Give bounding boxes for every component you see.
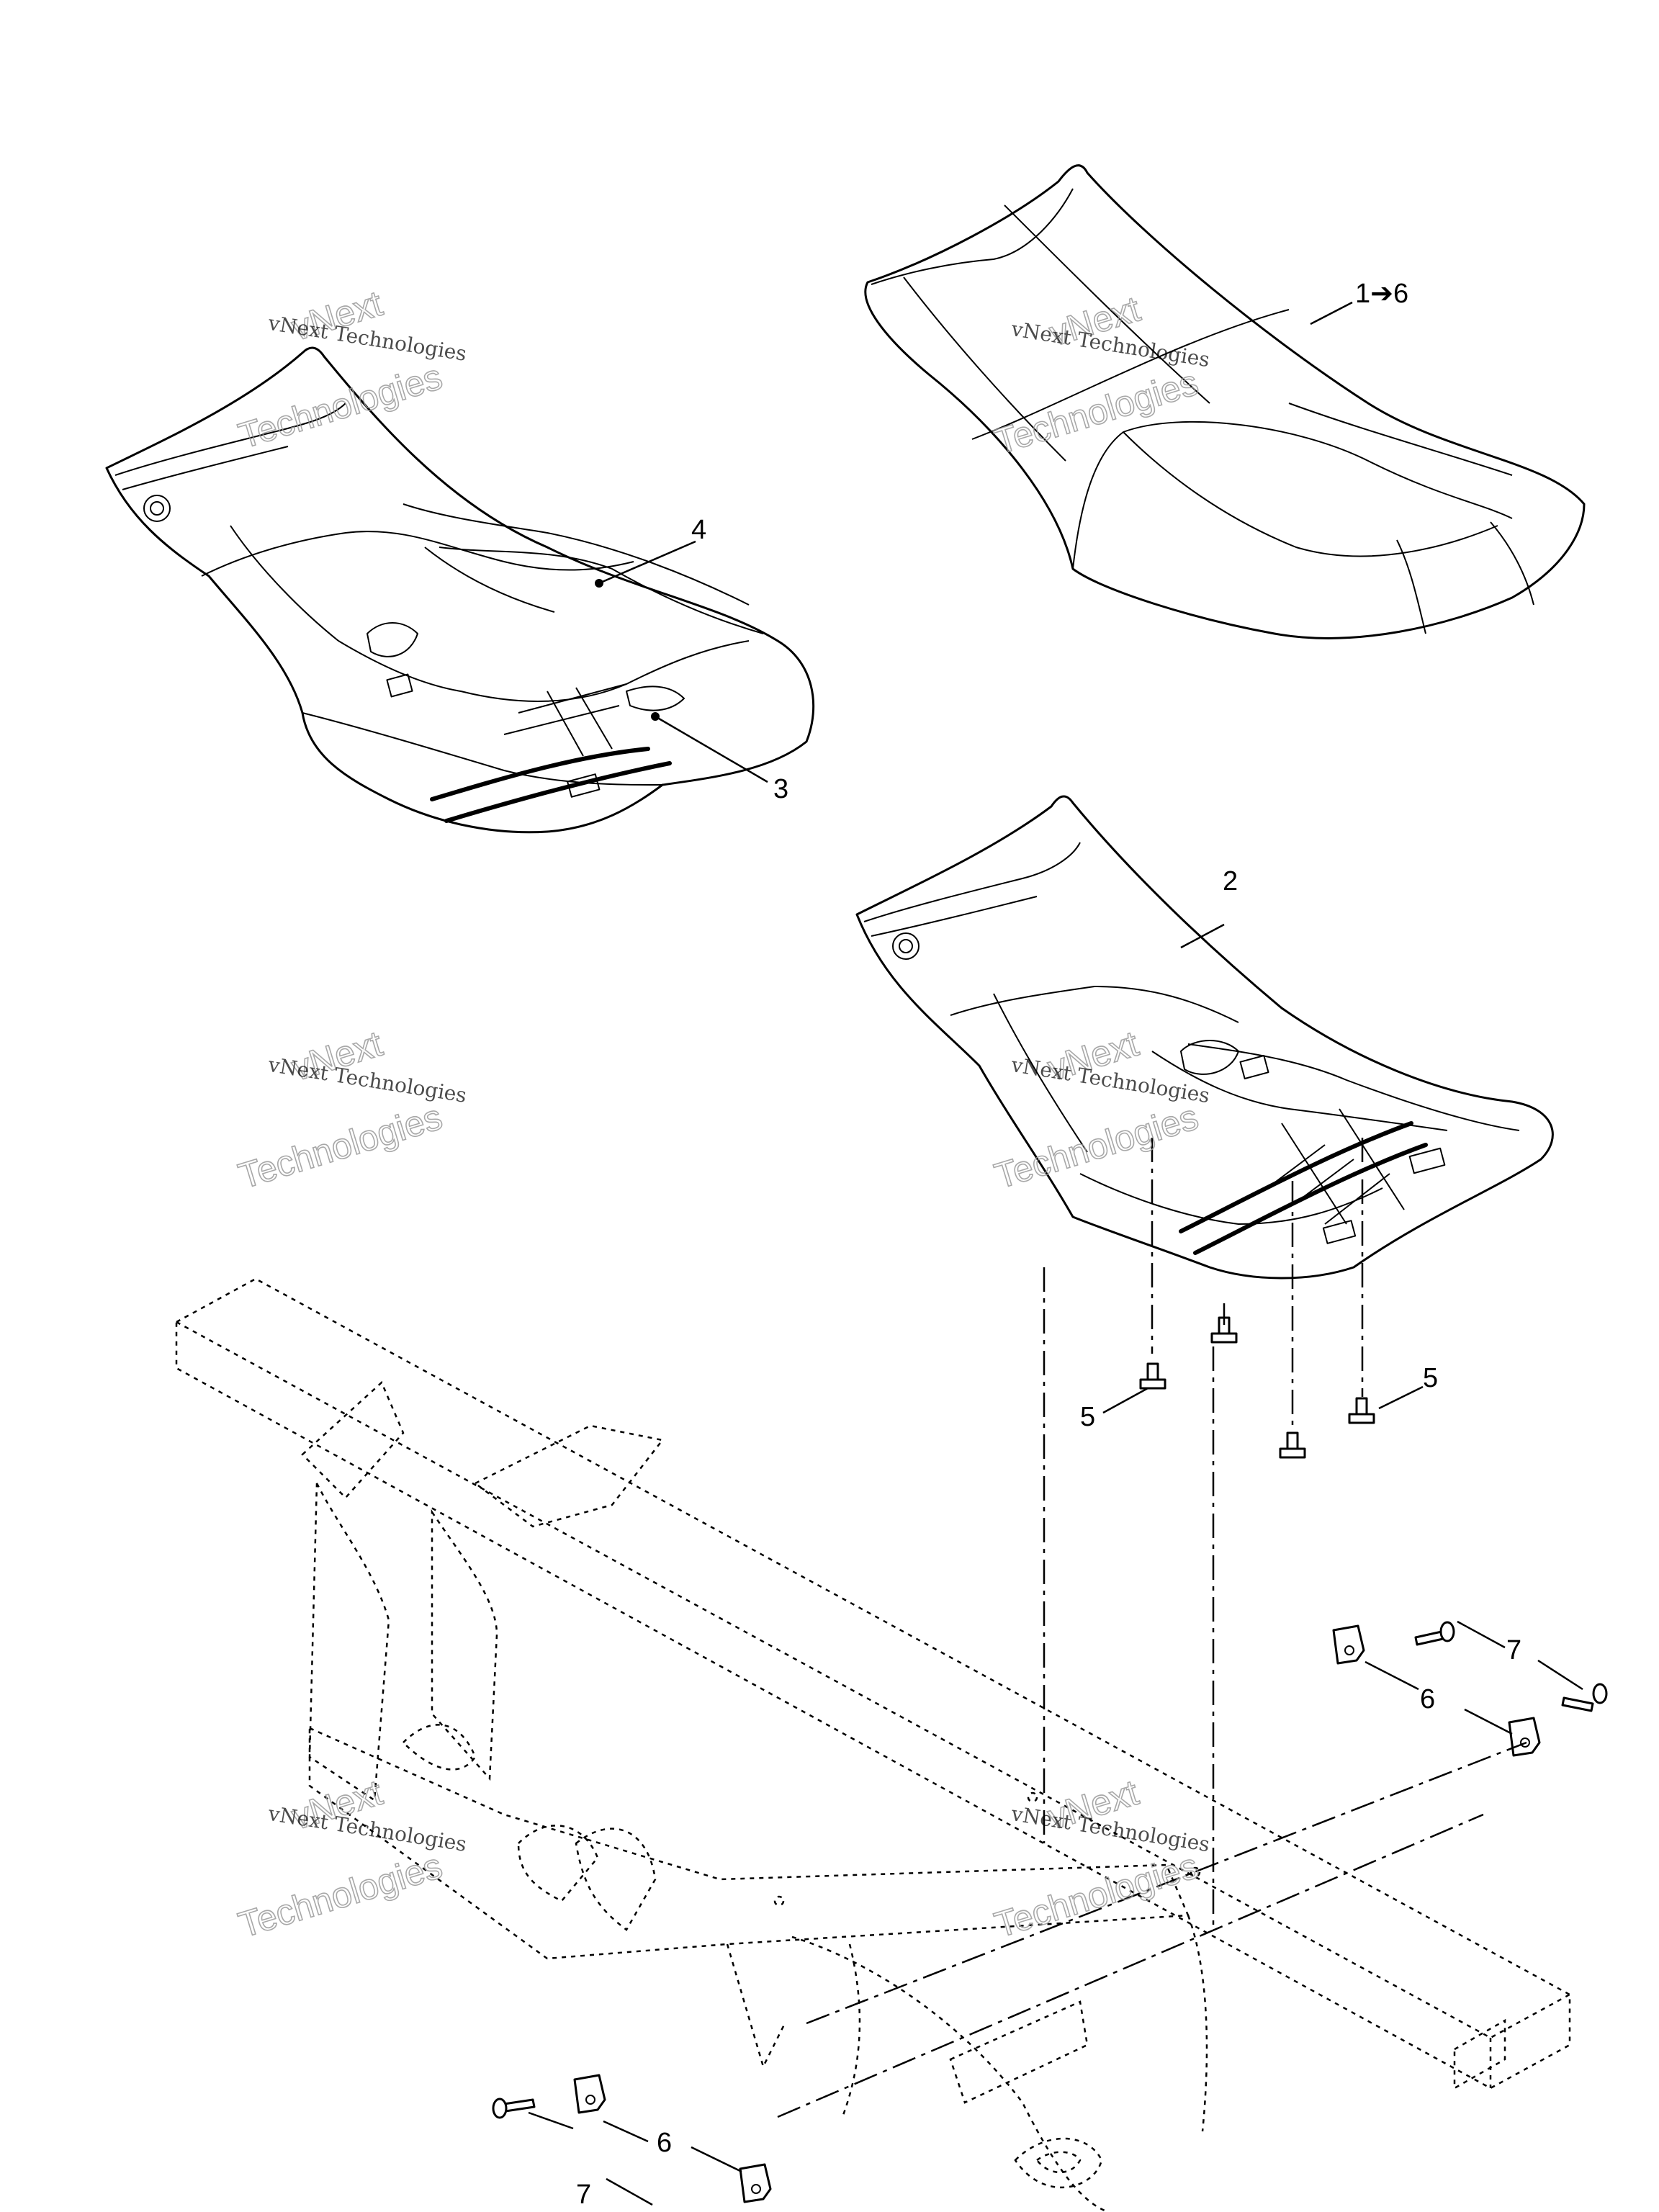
screw-upper-1 xyxy=(1414,1621,1455,1646)
bumper-2 xyxy=(1210,1316,1238,1344)
screw-upper-2 xyxy=(1561,1683,1608,1712)
seat-assembly-drawing xyxy=(864,164,1586,639)
rubber-bumpers-drawing xyxy=(1139,1316,1375,1459)
callout-bumper-right: 5 xyxy=(1423,1363,1438,1393)
latch-lower-left xyxy=(573,2074,606,2114)
vehicle-frame-drawing xyxy=(175,1277,1571,2212)
callout-seat-cover: 3 xyxy=(773,774,788,804)
screw-lower xyxy=(492,2098,536,2119)
watermark-3: vNext Technologies vNext Technologies xyxy=(233,1022,468,1197)
seat-cover-foam-drawing xyxy=(105,346,815,834)
callout-leaders xyxy=(528,301,1583,2206)
bumper-3 xyxy=(1279,1431,1306,1459)
svg-text:Technologies: Technologies xyxy=(234,1097,446,1197)
watermark-6: vNext Technologies vNext Technologies xyxy=(989,1771,1211,1946)
svg-text:Technologies: Technologies xyxy=(990,1845,1202,1946)
callout-seat-foam: 4 xyxy=(691,515,706,545)
assembly-centerlines xyxy=(777,1138,1527,2118)
callout-labels: 1➔6 2 4 3 5 5 6 7 6 7 xyxy=(576,279,1521,2210)
callout-screw-upper: 7 xyxy=(1506,1635,1521,1665)
svg-text:Technologies: Technologies xyxy=(234,1845,446,1946)
callout-seat-base: 2 xyxy=(1223,866,1238,896)
latch-upper-left xyxy=(1332,1624,1365,1665)
latch-lower-right xyxy=(739,2163,772,2203)
watermark-5: vNext Technologies vNext Technologies xyxy=(233,1771,468,1946)
callout-seat-assembly: 1➔6 xyxy=(1355,279,1408,309)
callout-bumper-left: 5 xyxy=(1080,1402,1095,1432)
callout-screw-lower: 7 xyxy=(576,2180,591,2210)
bumper-1 xyxy=(1139,1362,1166,1390)
latch-upper-right xyxy=(1508,1717,1541,1757)
callout-latch-upper: 6 xyxy=(1420,1684,1435,1714)
callout-latch-lower: 6 xyxy=(657,2128,672,2158)
bumper-4 xyxy=(1348,1397,1375,1424)
seat-base-drawing xyxy=(855,795,1554,1280)
